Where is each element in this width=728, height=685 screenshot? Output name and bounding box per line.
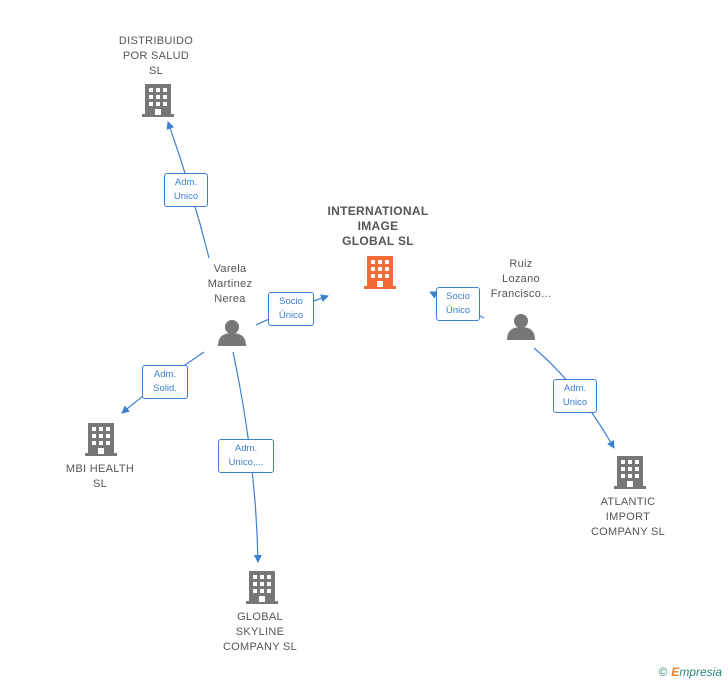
node-label-global-skyline[interactable]: GLOBAL SKYLINE COMPANY SL [222, 611, 298, 653]
brand-name: mpresia [679, 665, 722, 679]
brand-initial: E [671, 665, 680, 679]
edge-label-socio-unico-ruiz[interactable]: Socio Único [436, 287, 480, 321]
node-label-main-company[interactable]: INTERNATIONAL IMAGE GLOBAL SL [327, 204, 429, 248]
ruiz-person-icon[interactable] [507, 314, 535, 340]
node-label-distribuido[interactable]: DISTRIBUIDO POR SALUD SL [118, 35, 194, 77]
mbi-building-icon[interactable] [85, 423, 117, 456]
distribuido-building-icon[interactable] [142, 84, 174, 117]
skyline-building-icon[interactable] [246, 571, 278, 604]
varela-person-icon[interactable] [218, 320, 246, 346]
edge-label-adm-unico-atlantic[interactable]: Adm. Unico [553, 379, 597, 413]
node-label-mbi-health[interactable]: MBI HEALTH SL [65, 463, 135, 490]
edge-label-adm-unico-distribuido[interactable]: Adm. Unico [164, 173, 208, 207]
node-label-varela[interactable]: Varela Martinez Nerea [207, 263, 253, 305]
edge-label-adm-solid-mbi[interactable]: Adm. Solid. [142, 365, 188, 399]
main-building-icon[interactable] [364, 256, 396, 289]
node-label-atlantic[interactable]: ATLANTIC IMPORT COMPANY SL [590, 496, 666, 538]
edge-label-adm-unico-skyline[interactable]: Adm. Unico,... [218, 439, 274, 473]
copyright-symbol: © [658, 665, 668, 679]
atlantic-building-icon[interactable] [614, 456, 646, 489]
empresia-footer: ©Empresia [658, 665, 722, 679]
node-label-ruiz[interactable]: Ruiz Lozano Francisco... [490, 258, 552, 300]
edge-label-socio-unico-varela[interactable]: Socio Único [268, 292, 314, 326]
